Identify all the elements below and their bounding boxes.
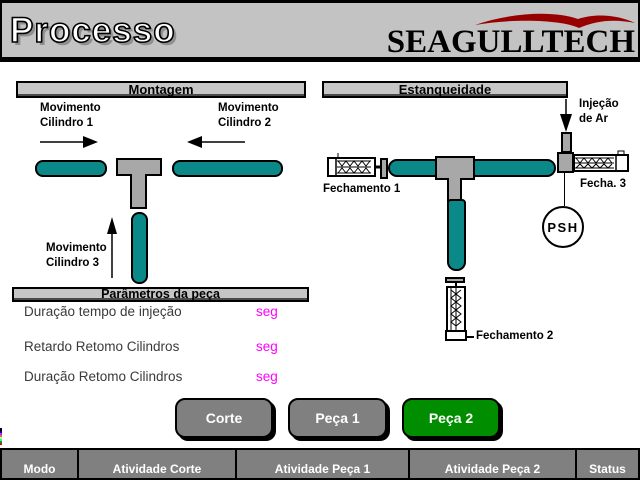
parametros-section-header: Parâmetros da peça [12,287,309,302]
estanqueidade-t-piece [435,156,475,202]
arrow-up-icon [107,217,117,278]
estanqueidade-tube-vertical [447,199,466,271]
cylinder2-movement-label: Movimento Cilindro 2 [218,102,279,129]
fecha3-label: Fecha. 3 [580,178,627,190]
montagem-cylinder-right [172,160,283,177]
fechamento1-plate [380,158,388,179]
fecha3-actuator [573,150,629,172]
fechamento2-label: Fechamento 2 [476,330,554,342]
seagull-icon [475,13,635,28]
arrow-down-icon [560,99,572,132]
footer-cell-atividade-peca1: Atividade Peça 1 [235,448,410,480]
arrow-left-icon [187,136,245,148]
fechamento2-actuator [445,283,467,341]
footer-cell-atividade-peca2: Atividade Peça 2 [408,448,577,480]
estanqueidade-section-header: Estanqueidade [322,81,568,98]
montagem-cylinder-left [35,160,107,177]
fechamento2-tick-line [466,336,474,338]
header-strip: Processo SEAGULLTECH [0,0,640,62]
fechamento2-plate [445,277,465,283]
montagem-t-piece [116,158,162,209]
footer-cell-status: Status [575,448,640,480]
param-injection-duration-unit: seg [256,304,278,319]
fechamento1-actuator [327,153,381,177]
param-return-duration-label: Duração Retomo Cilindros [24,369,183,384]
air-injection-label: Injeção de Ar [579,98,619,125]
param-return-duration-unit: seg [256,369,278,384]
montagem-section-header: Montagem [16,81,306,98]
corte-button[interactable]: Corte [175,398,273,438]
psh-connector-line [564,173,565,206]
param-return-delay-unit: seg [256,339,278,354]
footer-cell-modo: Modo [0,448,79,480]
peca2-button[interactable]: Peça 2 [402,398,500,438]
injection-junction-block [557,152,574,173]
cylinder3-movement-label: Movimento Cilindro 3 [46,242,107,269]
param-injection-duration-label: Duração tempo de injeção [24,304,182,319]
montagem-cylinder-vertical [131,212,148,284]
cylinder1-movement-label: Movimento Cilindro 1 [40,102,101,129]
air-injector-nozzle [561,132,572,153]
footer-cell-atividade-corte: Atividade Corte [77,448,237,480]
psh-indicator: PSH [542,206,584,248]
arrow-right-icon [40,136,98,148]
logo-wordmark: SEAGULLTECH [386,24,635,60]
page-title: Processo [9,10,176,51]
color-palette-strip [0,428,2,448]
param-return-delay-label: Retardo Retomo Cilindros [24,339,180,354]
fechamento1-label: Fechamento 1 [323,183,401,195]
peca1-button[interactable]: Peça 1 [288,398,387,438]
